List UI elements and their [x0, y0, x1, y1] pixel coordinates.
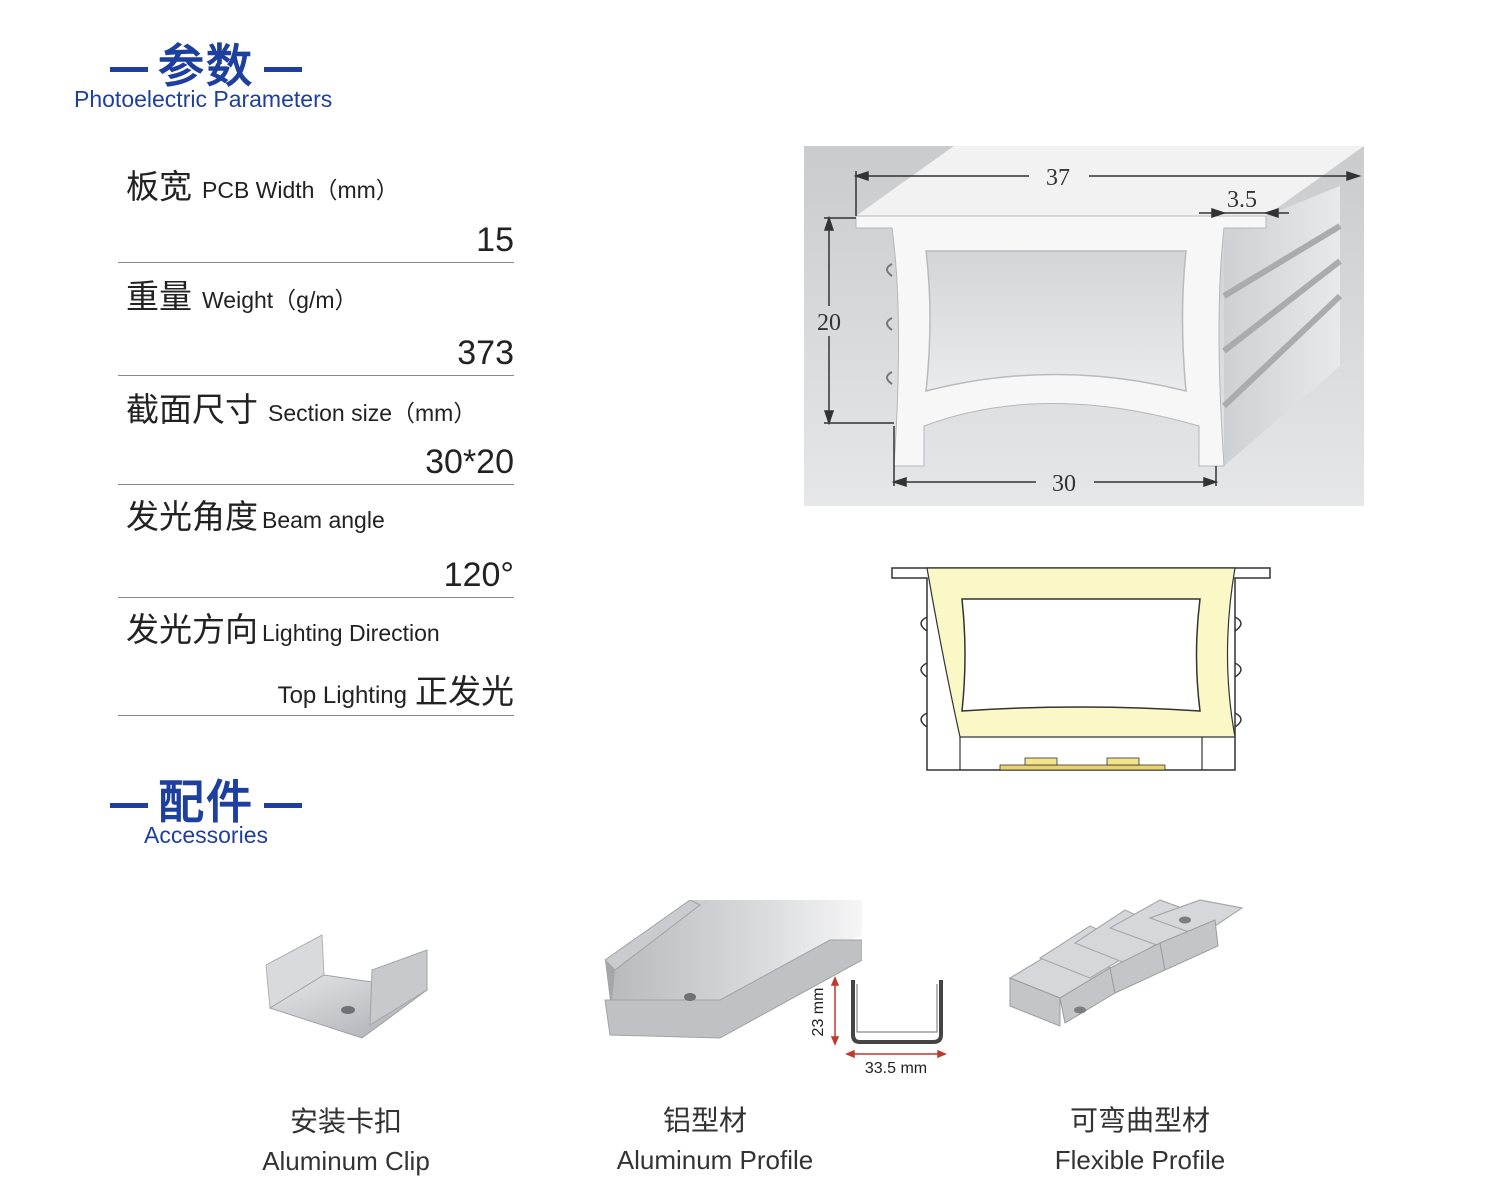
accessory-label-flexible: 可弯曲型材 Flexible Profile [990, 1099, 1290, 1176]
dim-arrow [853, 170, 869, 182]
notch [920, 712, 928, 728]
dim-arrow [830, 1036, 840, 1046]
param-label-en: Weight（g/m） [202, 287, 358, 313]
clip-right-wall [369, 949, 428, 1026]
accessories-title-text: 配件 [158, 775, 254, 829]
accessories-section-title: 配件 [100, 766, 312, 832]
title-dash-left [110, 803, 148, 808]
pcb-strip [999, 764, 1166, 771]
flex-wall [1009, 977, 1061, 1027]
accessory-name-en: Aluminum Profile [616, 1145, 814, 1175]
left-notch [886, 317, 893, 331]
dim-label-lip: 3.5 [1227, 187, 1257, 213]
accessory-name-cn: 安装卡扣 [289, 1105, 402, 1138]
param-row-weight: 重量 Weight（g/m） 373 [118, 270, 514, 376]
notch [1234, 662, 1242, 678]
led-chip [1106, 757, 1140, 766]
param-row-section-size: 截面尺寸 Section size（mm） 30*20 [118, 383, 514, 485]
dim-arrow [891, 476, 907, 488]
dim-arrow [823, 410, 835, 426]
flex-segment [1148, 899, 1244, 937]
accessories-section-subtitle: Accessories [144, 822, 268, 848]
notch [920, 662, 928, 678]
profile-cavity [925, 250, 1187, 392]
profile-height-label: 23 mm [810, 988, 827, 1037]
dim-arrow [1211, 207, 1227, 219]
u-channel [851, 980, 943, 1044]
notch [920, 616, 928, 632]
profile-base [604, 939, 862, 1039]
dim-arrow [1346, 170, 1362, 182]
param-value: Top Lighting 正发光 [278, 665, 514, 713]
params-section-title: 参数 [100, 30, 312, 96]
dim-label-top-width: 37 [1046, 165, 1070, 191]
param-value: 120° [443, 556, 514, 594]
notch [1234, 616, 1242, 632]
params-section-subtitle: Photoelectric Parameters [74, 86, 333, 112]
title-dash-left [110, 67, 148, 72]
dim-arrow [1263, 207, 1279, 219]
aluminum-profile-image [604, 900, 862, 1039]
rib [1221, 293, 1343, 409]
profile-section-diagram: 23 mm 33.5 mm [810, 976, 947, 1077]
accessory-name-en: Flexible Profile [1054, 1145, 1226, 1175]
dim-arrow [823, 215, 835, 231]
flex-hole [1074, 1006, 1086, 1014]
dim-arrow [937, 1049, 947, 1059]
flex-wall [1159, 919, 1219, 971]
param-row-pcb-width: 板宽 PCB Width（mm） 15 [118, 160, 514, 263]
title-dash-right [264, 67, 302, 72]
aluminum-clip-image [265, 934, 429, 1039]
param-label-en: PCB Width（mm） [202, 177, 399, 203]
right-side-wall [1224, 186, 1340, 466]
u-channel-inner [856, 984, 938, 1033]
profile-3d-drawing: 37 3.5 20 30 [804, 146, 1364, 506]
param-label-cn: 截面尺寸 [126, 390, 258, 429]
dim-arrow [845, 1049, 855, 1059]
left-notch [886, 371, 893, 385]
accessory-name-cn: 铝型材 [662, 1104, 747, 1137]
dim-arrow [1203, 476, 1219, 488]
param-label-cn: 发光方向 [126, 610, 258, 649]
params-title-text: 参数 [158, 39, 254, 93]
flex-hole [1179, 916, 1191, 924]
accessory-label-profile: 铝型材 Aluminum Profile [565, 1099, 865, 1176]
notch [1234, 712, 1242, 728]
profile-width-label: 33.5 mm [865, 1060, 927, 1077]
param-value-en: Top Lighting [277, 682, 407, 709]
param-label-cn: 板宽 [126, 167, 192, 206]
left-notch [886, 263, 893, 277]
param-label-en: Section size（mm） [268, 400, 477, 426]
clip-screw-hole [341, 1006, 355, 1014]
accessory-label-clip: 安装卡扣 Aluminum Clip [196, 1100, 496, 1177]
flexible-profile-image [1008, 899, 1244, 1027]
dim-label-bottom-width: 30 [1052, 471, 1076, 497]
profile-left-rail [604, 900, 701, 971]
param-value-cn: 正发光 [415, 672, 514, 711]
led-chip [1024, 757, 1058, 766]
param-value: 15 [476, 221, 514, 259]
dim-label-height: 20 [817, 310, 841, 336]
accessory-name-en: Aluminum Clip [262, 1146, 430, 1176]
title-dash-right [264, 803, 302, 808]
param-label-cn: 重量 [126, 277, 192, 316]
dim-arrow [830, 976, 840, 986]
param-label-en: Beam angle [262, 507, 385, 533]
rib [1222, 258, 1342, 354]
rib [1222, 223, 1342, 299]
profile-screw-hole [684, 993, 696, 1001]
diffuser-cavity [961, 598, 1201, 712]
accessory-name-cn: 可弯曲型材 [1069, 1104, 1210, 1137]
param-value: 373 [457, 334, 514, 372]
param-label-en: Lighting Direction [262, 620, 440, 646]
param-label-cn: 发光角度 [126, 497, 258, 536]
top-flange-surface [856, 146, 1364, 216]
param-value: 30*20 [425, 443, 514, 481]
cross-section-drawing [891, 567, 1271, 771]
